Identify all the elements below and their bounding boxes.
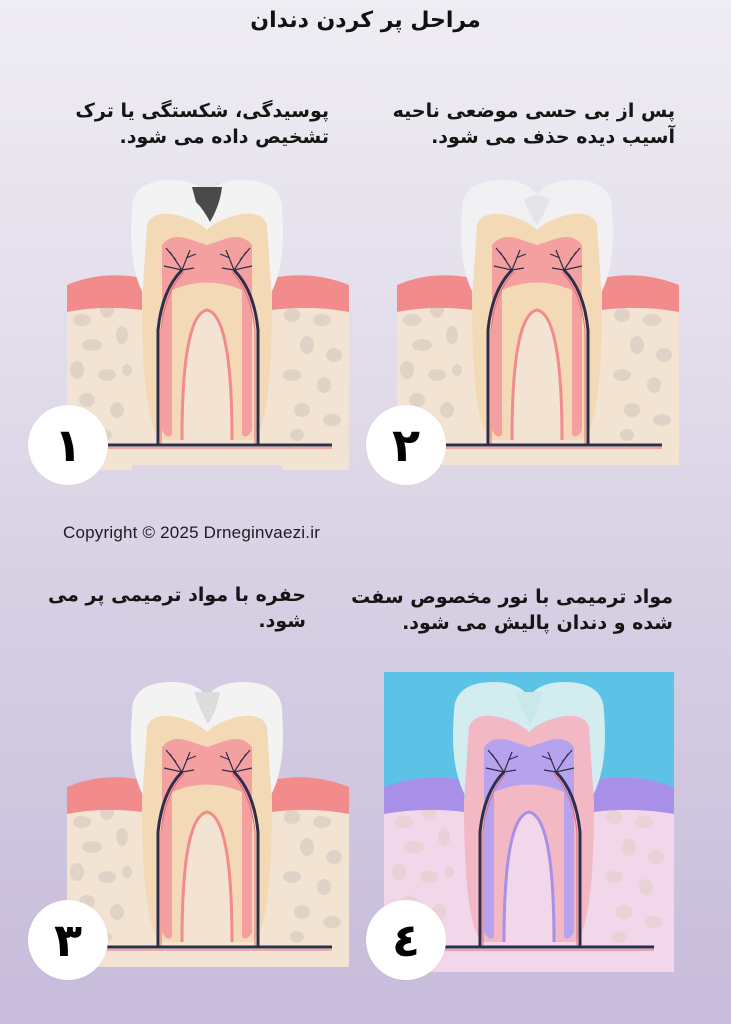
step-2-caption-line2: آسیب دیده حذف می شود. xyxy=(431,126,675,148)
step-1-caption-line2: تشخیص داده می شود. xyxy=(119,126,329,148)
step-2-illustration xyxy=(392,170,682,470)
step-1-number-badge: ۱ xyxy=(28,405,108,485)
step-4-caption: مواد ترمیمی با نور مخصوص سفت شده و دندان… xyxy=(351,584,673,636)
step-2-caption: پس از بی حسی موضعی ناحیه آسیب دیده حذف م… xyxy=(393,98,675,150)
step-1-caption-line1: پوسیدگی، شکستگی یا ترک xyxy=(75,100,329,122)
tooth-with-decay-icon xyxy=(67,180,349,470)
step-1-caption: پوسیدگی، شکستگی یا ترک تشخیص داده می شود… xyxy=(75,98,329,150)
step-4-number-badge: ٤ xyxy=(366,900,446,980)
step-2-caption-line1: پس از بی حسی موضعی ناحیه xyxy=(392,100,675,122)
step-1-illustration xyxy=(62,170,352,470)
tooth-light-cured-icon xyxy=(384,672,674,972)
step-4-caption-line2: شده و دندان پالیش می شود. xyxy=(402,612,673,634)
step-2-number-badge: ۲ xyxy=(366,405,446,485)
tooth-decay-removed-icon xyxy=(397,180,679,465)
copyright-text: Copyright © 2025 Drneginvaezi.ir xyxy=(63,523,321,542)
step-3-caption: حفره با مواد ترمیمی پر می شود. xyxy=(0,582,306,634)
step-4-caption-line1: مواد ترمیمی با نور مخصوص سفت xyxy=(351,586,673,608)
tooth-filled-icon xyxy=(67,682,349,967)
step-3-caption-line1: حفره با مواد ترمیمی پر می شود. xyxy=(47,584,306,632)
step-4-illustration xyxy=(384,672,674,972)
step-3-illustration xyxy=(62,672,352,972)
page-title: مراحل پر کردن دندان xyxy=(250,8,481,33)
step-3-number-badge: ۳ xyxy=(28,900,108,980)
